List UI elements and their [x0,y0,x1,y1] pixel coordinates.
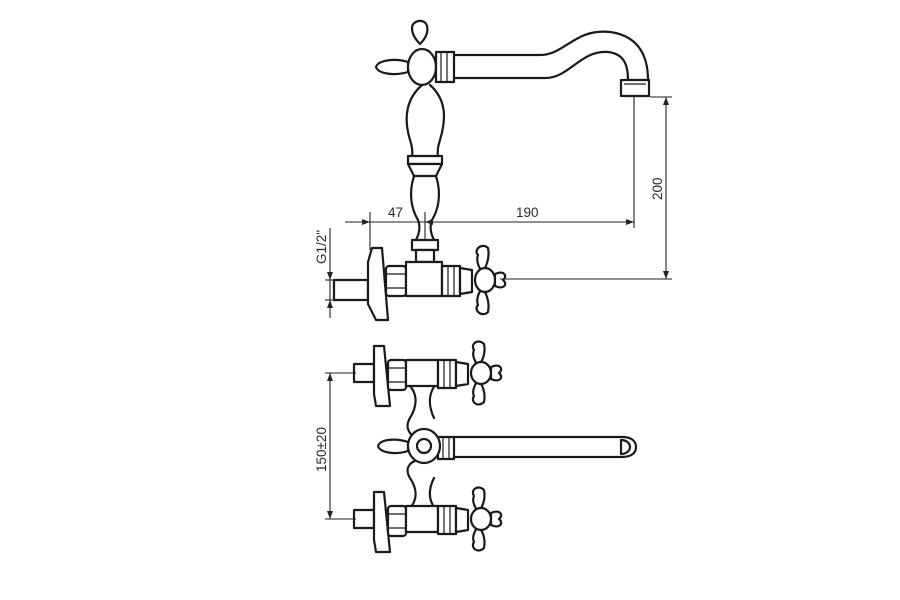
front-view: 150±20 [314,340,638,554]
side-view: 47 190 200 G1/2" [314,19,672,322]
hex-nut [384,264,408,298]
top-lever-handle [374,19,456,87]
wall-flange [366,246,390,322]
side-dimensions: 47 190 200 G1/2" [314,96,672,318]
dimension-190: 190 [516,205,539,220]
dimension-47: 47 [388,205,403,220]
front-lower-valve [352,486,503,554]
dimension-centers: 150±20 [314,427,329,472]
front-dimensions: 150±20 [314,372,356,520]
side-valve-body [332,246,474,322]
front-lever-handle [376,427,442,465]
side-cross-handle [473,244,507,316]
pipe-stub [332,278,370,302]
aerator [619,78,651,98]
dimension-thread: G1/2" [314,230,329,264]
dimension-200: 200 [650,177,665,200]
front-upper-valve [352,340,503,408]
front-spout [436,435,638,461]
spout [453,30,651,98]
